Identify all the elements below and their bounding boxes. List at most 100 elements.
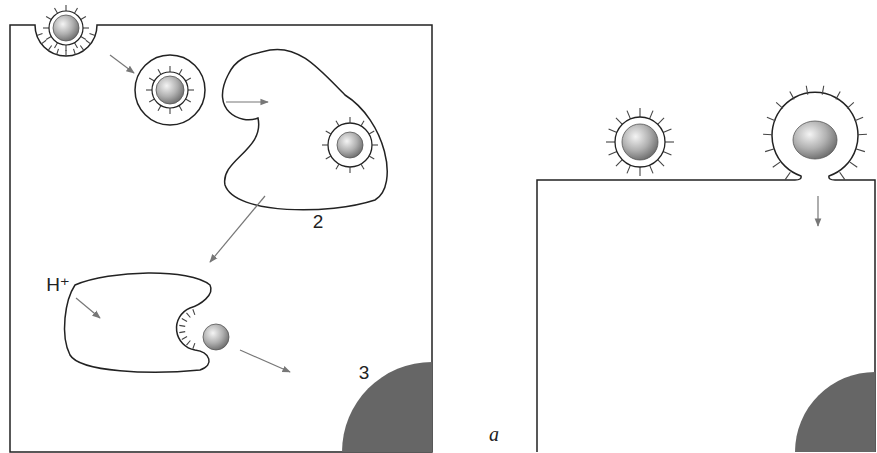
receptor-spike bbox=[627, 165, 630, 173]
receptor-spike bbox=[616, 160, 622, 166]
arrow bbox=[817, 196, 818, 226]
receptor-spike bbox=[349, 117, 350, 123]
receptor-spike bbox=[322, 144, 328, 145]
receptor-spike bbox=[75, 8, 78, 13]
receptor-spike bbox=[75, 43, 78, 48]
receptor-spike bbox=[665, 141, 674, 142]
particle-coat bbox=[152, 72, 188, 108]
receptor-spike bbox=[850, 162, 857, 167]
receptor-spike bbox=[182, 337, 187, 340]
receptor-spike bbox=[785, 172, 790, 179]
arrows bbox=[76, 55, 818, 372]
receptor-spike bbox=[193, 309, 195, 315]
arrow bbox=[76, 298, 100, 318]
receptor-spike bbox=[349, 167, 350, 173]
receptor-spike bbox=[179, 69, 182, 74]
arrow bbox=[210, 196, 265, 262]
ligand-particle bbox=[337, 132, 363, 158]
callout-number: H⁺ bbox=[46, 275, 70, 294]
receptor-spike bbox=[858, 134, 867, 136]
receptor-spike bbox=[663, 152, 671, 155]
receptor-spike bbox=[855, 117, 863, 120]
receptor-spike bbox=[41, 40, 46, 44]
receptor-spike bbox=[37, 34, 43, 36]
receptor-spike bbox=[609, 129, 617, 132]
receptor-spike bbox=[186, 78, 191, 81]
receptor-spike bbox=[836, 92, 840, 100]
receptor-spike bbox=[193, 343, 195, 349]
receptor-spike bbox=[187, 313, 191, 318]
receptor-spike bbox=[763, 134, 772, 136]
receptor-spike bbox=[48, 45, 51, 50]
receptor-spike bbox=[369, 156, 374, 159]
receptor-spike bbox=[74, 49, 76, 55]
receptor-spikes bbox=[37, 5, 867, 349]
receptor-spike bbox=[186, 99, 191, 102]
ligand-particle bbox=[156, 76, 184, 104]
receptor-spike bbox=[80, 45, 83, 50]
receptor-spike bbox=[81, 17, 86, 20]
receptor-spike bbox=[55, 43, 58, 48]
ligand-particle bbox=[793, 121, 837, 159]
receptor-spike bbox=[65, 5, 66, 11]
receptor-spike bbox=[326, 131, 331, 134]
receptor-spike bbox=[149, 78, 154, 81]
receptor-spike bbox=[57, 49, 59, 55]
particle-coat bbox=[49, 11, 83, 45]
receptor-spike bbox=[650, 111, 653, 119]
receptor-spike bbox=[616, 118, 622, 124]
ligand-particle bbox=[622, 124, 658, 160]
receptor-spike bbox=[182, 319, 187, 322]
cell-membrane bbox=[10, 25, 432, 452]
receptor-spike bbox=[790, 92, 794, 100]
endosome bbox=[65, 273, 211, 372]
receptor-spike bbox=[169, 66, 170, 72]
receptor-spike bbox=[372, 144, 378, 145]
receptor-spike bbox=[336, 121, 339, 126]
receptor-spike bbox=[146, 89, 152, 90]
receptor-spike bbox=[856, 149, 865, 152]
receptor-spike bbox=[179, 332, 185, 333]
receptor-spike bbox=[773, 162, 780, 167]
receptor-spike bbox=[767, 117, 775, 120]
coated-vesicle bbox=[135, 55, 205, 125]
receptor-spike bbox=[158, 106, 161, 111]
receptor-spike bbox=[658, 160, 664, 166]
receptor-spike bbox=[187, 340, 191, 345]
receptor-spike bbox=[83, 27, 89, 28]
cell-membrane bbox=[537, 92, 875, 452]
arrow bbox=[110, 55, 134, 73]
receptor-spike bbox=[361, 121, 364, 126]
particle-coat bbox=[615, 117, 665, 167]
receptor-spike bbox=[149, 99, 154, 102]
receptor-spike bbox=[326, 156, 331, 159]
nucleus bbox=[795, 372, 875, 452]
receptor-spike bbox=[188, 89, 194, 90]
receptor-spike bbox=[86, 40, 91, 44]
arrow bbox=[240, 350, 290, 372]
receptor-spike bbox=[46, 17, 51, 20]
receptor-spike bbox=[806, 86, 808, 95]
receptor-spike bbox=[650, 165, 653, 173]
receptor-spike bbox=[627, 111, 630, 119]
receptor-spike bbox=[55, 8, 58, 13]
receptor-spike bbox=[179, 325, 185, 326]
receptor-spike bbox=[43, 27, 49, 28]
ligand-particle bbox=[203, 324, 229, 350]
receptor-spike bbox=[169, 108, 170, 114]
receptor-spike bbox=[369, 131, 374, 134]
ligand-particle bbox=[53, 15, 79, 41]
receptor-spike bbox=[606, 141, 615, 142]
arrow bbox=[226, 101, 268, 102]
receptor-spike bbox=[361, 164, 364, 169]
receptor-spike bbox=[847, 102, 854, 108]
callout-number: 3 bbox=[359, 363, 370, 382]
callout-number: 2 bbox=[313, 212, 324, 231]
panel-letter: a bbox=[489, 424, 499, 444]
receptor-spike bbox=[609, 152, 617, 155]
receptor-spike bbox=[336, 164, 339, 169]
receptor-spike bbox=[840, 172, 845, 179]
receptor-spike bbox=[81, 37, 86, 40]
